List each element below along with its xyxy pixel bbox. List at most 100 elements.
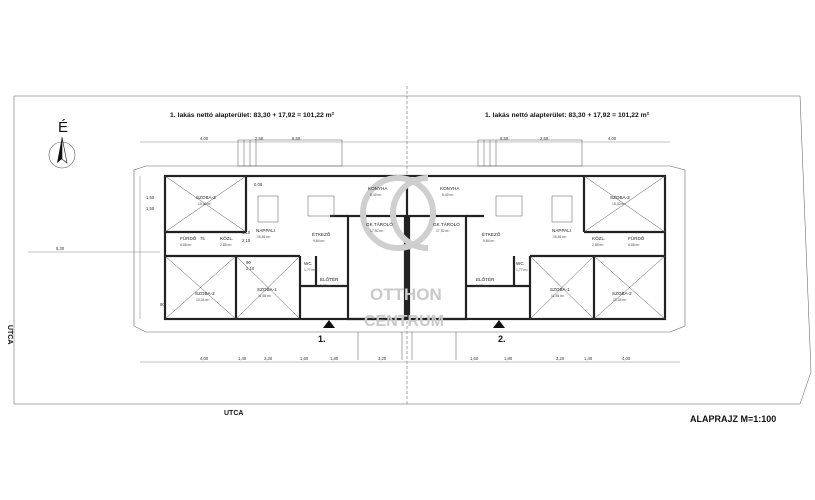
u2-room-wc: WC (516, 261, 524, 266)
u2-area-szoba3: 15,40 m² (612, 202, 626, 206)
u2-room-szoba1: SZOBA-1 (550, 287, 570, 292)
u2-area-eloter: 5,03 m² (476, 284, 488, 288)
dim-misc-1: 0,08 (254, 182, 263, 187)
dim-misc-6: 2,10 (246, 266, 255, 271)
u1-room-garage: GK.TÁROLÓ (366, 221, 393, 227)
unit-number-2: 2. (498, 334, 506, 344)
unit1-area-text: 1. lakás nettó alapterület: 83,30 + 17,9… (170, 112, 335, 119)
dim-top-2: 2,50 (255, 136, 264, 141)
u2-area-furdo: 6,08 m² (628, 243, 640, 247)
unit1-labels: SZOBA-3 15,40 m² NAPPALI 16,81 m² KONYHA… (180, 186, 393, 302)
dim-bottom-3: 3,20 (264, 356, 273, 361)
roof-outline (133, 165, 686, 333)
u2-area-szoba1: 11,55 m² (551, 294, 565, 298)
dim-misc-5: 75 (200, 236, 205, 241)
watermark: OTTHON CENTRUM (360, 174, 444, 330)
u2-area-wc: 1,77 m² (516, 268, 528, 272)
u1-area-etkezo: 9,84 m² (313, 239, 325, 243)
u1-area-kozl: 2,85 m² (220, 243, 232, 247)
u1-area-furdo: 6,08 m² (180, 243, 192, 247)
u1-area-szoba2: 10,04 m² (196, 298, 210, 302)
dim-bottom-11: 4,00 (622, 356, 631, 361)
u1-room-furdo: FÜRDŐ (180, 235, 197, 241)
u2-area-kozl: 2,85 m² (592, 243, 604, 247)
entrance-2: 2. (493, 320, 506, 344)
u1-area-szoba1: 11,55 m² (258, 294, 272, 298)
u1-room-szoba2: SZOBA-2 (195, 291, 215, 296)
u1-room-eloter: ELŐTÉR (320, 276, 339, 282)
unit2-area-text: 1. lakás nettó alapterület: 83,30 + 17,9… (485, 112, 650, 119)
watermark-line2: CENTRUM (364, 313, 444, 330)
u1-area-konyha: 8,40 m² (370, 193, 382, 197)
u1-area-nappali: 16,81 m² (257, 235, 271, 239)
unit2-walls (466, 176, 665, 319)
u1-area-wc: 1,77 m² (304, 268, 316, 272)
u2-room-furdo: FÜRDŐ (628, 235, 645, 241)
dim-left-1: 1,50 (146, 195, 155, 200)
u1-room-nappali: NAPPALI (256, 228, 275, 233)
site-boundary (13, 95, 812, 405)
u2-area-konyha: 8,40 m² (442, 193, 454, 197)
u2-room-nappali: NAPPALI (552, 228, 571, 233)
u1-room-kozl: KÖZL. (220, 235, 233, 241)
u1-room-szoba3: SZOBA-3 (196, 195, 216, 200)
north-label: É (58, 119, 68, 136)
unit1-walls (165, 176, 348, 319)
plan-title: ALAPRAJZ M=1:100 (690, 414, 776, 424)
dim-bottom-8: 1,80 (504, 356, 513, 361)
street-label-left: UTCA (6, 325, 13, 344)
u1-room-etkezo: ÉTKEZŐ (312, 231, 331, 237)
u1-room-konyha: KONYHA (368, 186, 388, 191)
dim-bottom-5: 1,80 (330, 356, 339, 361)
unit2-labels: KONYHA 8,40 m² GK.TÁROLÓ 17,92 m² ÉTKEZŐ… (433, 186, 645, 302)
dining-table-1 (257, 195, 335, 223)
unit-number-1: 1. (318, 334, 326, 344)
dim-misc-7: 90 (160, 302, 165, 307)
dim-left-2: 1,50 (146, 206, 155, 211)
u2-room-kozl: KÖZL. (592, 235, 605, 241)
u2-room-etkezo: ÉTKEZŐ (482, 231, 501, 237)
terrace-2 (477, 139, 583, 167)
watermark-line1: OTTHON (370, 285, 442, 304)
dim-top-4: 6,50 (500, 136, 509, 141)
dim-bottom-10: 1,40 (584, 356, 593, 361)
u1-area-eloter: 5,03 m² (320, 284, 332, 288)
dim-misc-4: 90 (246, 260, 251, 265)
room-diagonals (164, 175, 666, 320)
garage-2 (407, 214, 468, 321)
dim-top-6: 4,00 (608, 136, 617, 141)
u1-area-garage: 17,92 m² (370, 229, 384, 233)
u2-area-etkezo: 9,84 m² (483, 239, 495, 243)
top-dimensions: 4,00 2,50 6,50 6,50 2,50 4,00 (140, 136, 670, 143)
u2-area-szoba2: 10,04 m² (613, 298, 627, 302)
bottom-dimensions: 4,00 1,40 3,20 1,60 1,80 3,20 1,60 1,80 … (140, 356, 680, 363)
dining-table-2 (495, 195, 573, 223)
dim-bottom-6: 3,20 (378, 356, 387, 361)
dim-bottom-1: 4,00 (200, 356, 209, 361)
dim-misc-3: 2,10 (242, 238, 251, 243)
u1-room-szoba1: SZOBA-1 (257, 287, 277, 292)
u2-room-eloter: ELŐTÉR (476, 276, 495, 282)
dim-top-3: 6,50 (292, 136, 301, 141)
u2-area-nappali: 16,81 m² (553, 235, 567, 239)
u2-room-garage: GK.TÁROLÓ (433, 221, 460, 227)
left-dimensions: 1,50 1,50 5,30 (28, 176, 160, 319)
u2-room-szoba3: SZOBA-3 (610, 195, 630, 200)
dim-bottom-2: 1,40 (238, 356, 247, 361)
dim-bottom-9: 3,20 (556, 356, 565, 361)
dim-top-5: 2,50 (540, 136, 549, 141)
north-arrow: É (48, 119, 76, 169)
dim-bottom-7: 1,60 (470, 356, 479, 361)
u1-room-wc: WC (304, 261, 312, 266)
misc-dimensions: 0,08 1,10 2,10 90 75 2,10 90 (160, 182, 263, 307)
u2-area-garage: 17,92 m² (436, 229, 450, 233)
entrance-1: 1. (318, 320, 335, 344)
dim-bottom-4: 1,60 (300, 356, 309, 361)
u1-area-szoba3: 15,40 m² (198, 202, 212, 206)
u2-room-szoba2: SZOBA-2 (612, 291, 632, 296)
u2-room-konyha: KONYHA (440, 186, 460, 191)
street-label-bottom: UTCA (224, 410, 243, 417)
terrace-1 (237, 139, 343, 167)
dim-top-1: 4,00 (200, 136, 209, 141)
